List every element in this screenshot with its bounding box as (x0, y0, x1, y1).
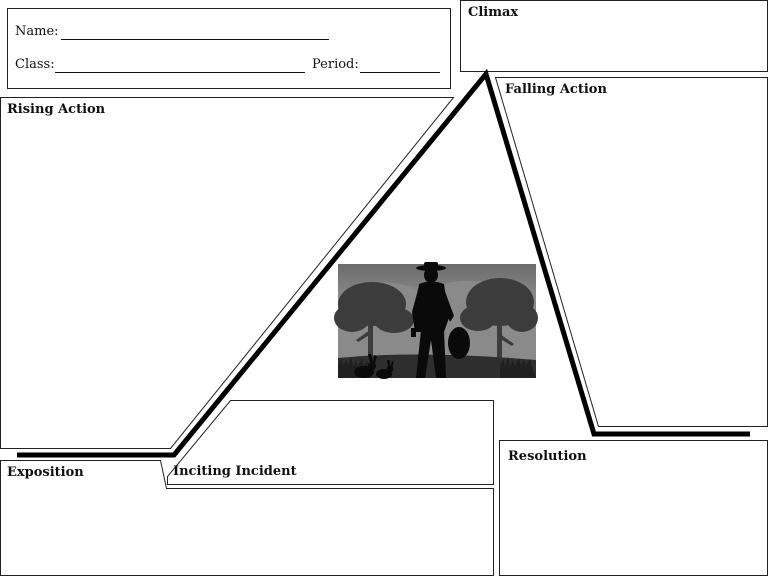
period-label: Period: (312, 57, 359, 72)
rising-action-box[interactable] (0, 97, 455, 449)
climax-box[interactable] (460, 0, 768, 72)
resolution-label: Resolution (508, 449, 587, 464)
man-silhouette-icon (411, 262, 470, 378)
falling-action-label: Falling Action (505, 82, 607, 97)
rising-action-label: Rising Action (7, 102, 106, 117)
class-label: Class: (15, 57, 55, 72)
exposition-label: Exposition (7, 465, 84, 480)
rabbit-small-icon (376, 360, 394, 379)
rabbit-icon (354, 354, 377, 378)
resolution-box[interactable] (499, 440, 768, 576)
climax-label: Climax (468, 5, 519, 20)
period-field[interactable] (360, 72, 440, 73)
tree-right-icon (460, 278, 538, 364)
name-label: Name: (15, 24, 59, 39)
name-field[interactable] (61, 39, 329, 40)
inciting-incident-label: Inciting Incident (173, 464, 297, 479)
tree-left-icon (334, 282, 414, 362)
header-box (7, 8, 451, 89)
plot-line (17, 68, 750, 458)
falling-action-box[interactable] (494, 77, 768, 427)
class-field[interactable] (55, 72, 305, 73)
inciting-incident-box[interactable] (167, 400, 494, 485)
silhouette-image (334, 262, 538, 379)
